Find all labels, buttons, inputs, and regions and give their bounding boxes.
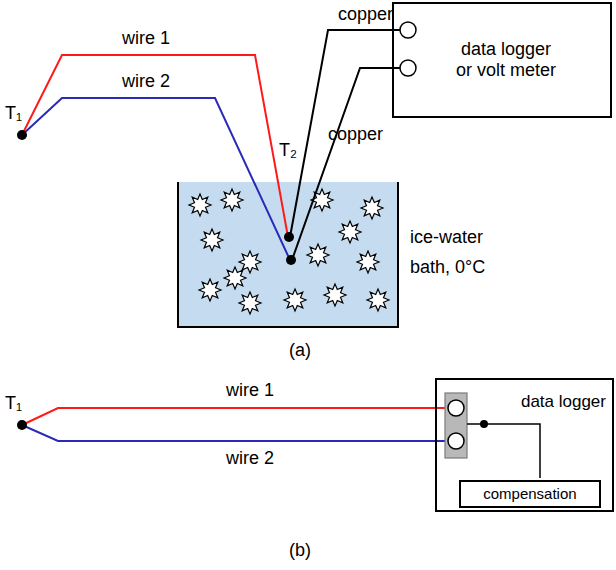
ice-cube — [239, 251, 261, 273]
junction-name: T₁ — [5, 103, 22, 124]
ice-cube — [201, 229, 223, 251]
wire-2-blue — [22, 98, 290, 260]
ice-cube — [307, 244, 329, 266]
ice-cube — [189, 194, 211, 216]
logger-box: data logger compensation — [435, 378, 614, 512]
ice-cube — [324, 284, 346, 306]
ice-cube — [224, 267, 246, 289]
part-label: (a) — [289, 340, 311, 361]
terminal — [400, 22, 416, 38]
junction-dot — [480, 420, 488, 428]
logger-box: data logger or volt meter — [392, 2, 612, 118]
bath-label: ice-water bath, 0°C — [410, 222, 502, 282]
ice-cube — [361, 197, 383, 219]
compensation-box: compensation — [459, 480, 601, 508]
terminal — [448, 433, 464, 449]
wire-name: copper — [338, 4, 393, 25]
wire-1-red — [22, 55, 288, 237]
junction-dot — [286, 255, 296, 265]
junction-dot — [17, 130, 27, 140]
compensation-wire — [484, 424, 540, 478]
part-label: (b) — [289, 540, 311, 561]
ice-cubes — [189, 189, 389, 314]
junction-name: T₁ — [5, 393, 22, 414]
box-label: compensation — [483, 485, 576, 502]
terminal — [400, 60, 416, 76]
ice-cube — [339, 221, 361, 243]
ice-cube — [284, 289, 306, 311]
ice-cube — [367, 289, 389, 311]
box-label: data logger — [521, 392, 606, 412]
ice-cube — [239, 292, 261, 314]
ice-cube — [199, 279, 221, 301]
wire-name: wire 2 — [226, 448, 274, 469]
terminal — [448, 400, 464, 416]
box-label: data logger or volt meter — [452, 39, 560, 80]
ice-cube — [357, 251, 379, 273]
ice-cube — [221, 189, 243, 211]
wire-2-blue — [22, 425, 448, 441]
junction-name: T₂ — [279, 140, 297, 161]
wire-name: wire 1 — [226, 380, 274, 401]
wire-1-red — [22, 408, 448, 425]
wire-name: wire 1 — [122, 28, 170, 49]
wire-name: wire 2 — [122, 71, 170, 92]
junction-dot — [17, 420, 27, 430]
terminal-block — [445, 393, 467, 458]
junction-dot — [284, 232, 294, 242]
wire-name: copper — [328, 124, 383, 145]
copper-wire — [290, 30, 400, 237]
copper-wire — [292, 68, 400, 260]
